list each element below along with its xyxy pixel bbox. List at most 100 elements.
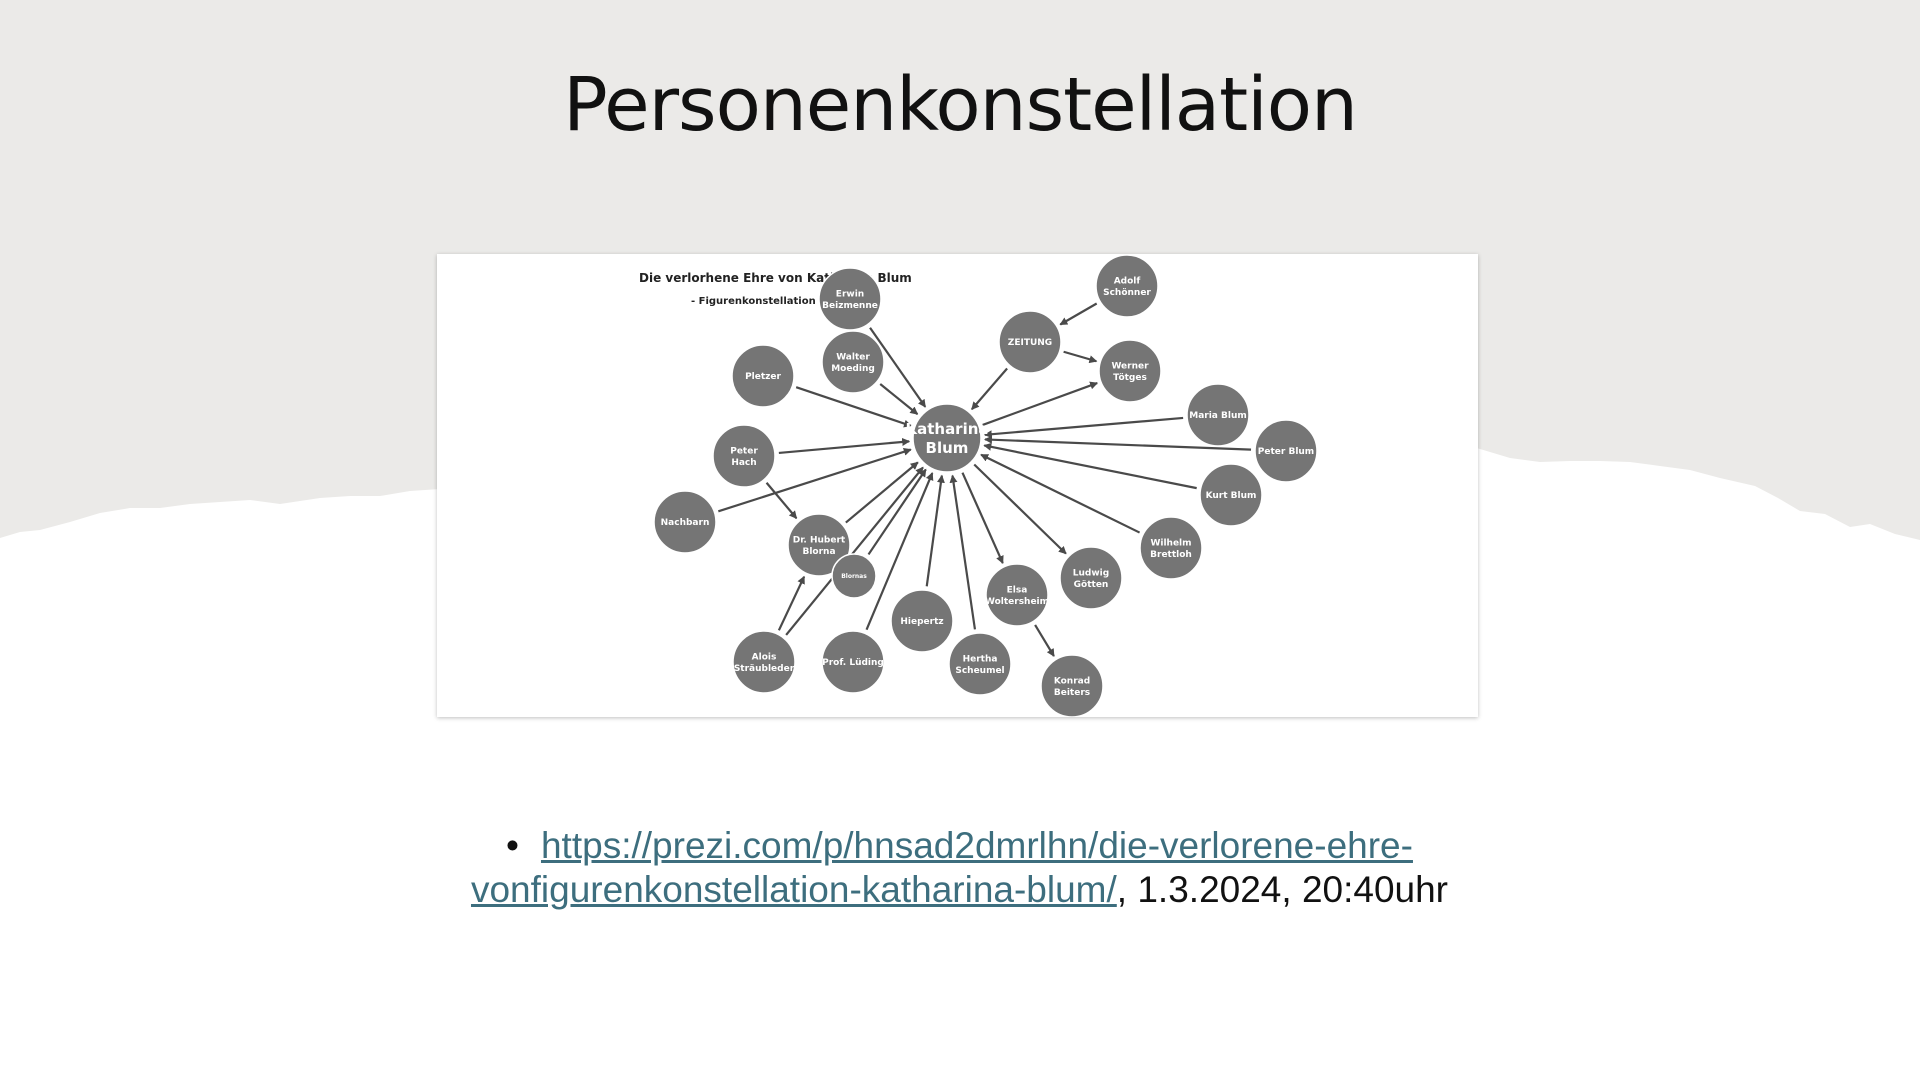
node-label-konrad: Konrad — [1054, 676, 1090, 686]
node-circle-konrad — [1040, 654, 1104, 717]
node-circle-adolf — [1095, 254, 1159, 318]
node-label-hubert: Blorna — [802, 547, 835, 557]
node-label-werner: Werner — [1111, 361, 1149, 371]
node-label-konrad: Beiters — [1054, 688, 1090, 698]
bullet-point: • — [506, 825, 519, 866]
edge-blornas-to-center — [867, 468, 927, 556]
node-label-kurt: Kurt Blum — [1206, 491, 1257, 501]
node-label-wilhelm: Wilhelm — [1150, 538, 1191, 548]
node-circle-zeitung — [998, 310, 1062, 374]
edge-luding-to-center — [865, 472, 934, 631]
node-circle-alois — [732, 630, 796, 694]
edge-peterblum-to-center — [983, 435, 1252, 451]
node-label-center: Katharina — [905, 420, 988, 438]
node-maria: Maria Blum — [1186, 383, 1250, 447]
edge-zeitung-to-werner — [1063, 350, 1098, 364]
node-circle-hubert — [787, 513, 851, 577]
node-label-werner: Tötges — [1113, 373, 1147, 383]
node-label-hubert: Dr. Hubert — [793, 535, 846, 545]
citation-date: , 1.3.2024, 20:40uhr — [1116, 869, 1449, 910]
edge-kurt-to-center — [983, 442, 1197, 490]
node-circle-erwin — [818, 267, 882, 331]
node-circle-hiepertz — [890, 589, 954, 653]
diagram-subtitle: - Figurenkonstellation - — [691, 296, 823, 307]
node-circle-peterblum — [1254, 419, 1318, 483]
edge-peterhach-to-center — [778, 437, 911, 455]
node-circle-pletzer — [731, 344, 795, 408]
edge-alois-to-hubert — [777, 575, 806, 631]
edge-alois-to-center — [785, 466, 924, 636]
node-hiepertz: Hiepertz — [890, 589, 954, 653]
node-label-elsa: Elsa — [1007, 585, 1028, 595]
node-label-wilhelm: Brettloh — [1150, 550, 1192, 560]
edge-pletzer-to-center — [795, 386, 912, 428]
node-circle-luding — [821, 630, 885, 694]
node-label-pletzer: Pletzer — [745, 372, 781, 382]
edge-zeitung-to-center — [971, 367, 1008, 411]
node-pletzer: Pletzer — [731, 344, 795, 408]
node-label-alois: Alois — [752, 652, 777, 662]
node-kurt: Kurt Blum — [1199, 463, 1263, 527]
node-label-center: Blum — [926, 439, 969, 457]
source-citation: •https://prezi.com/p/hnsad2dmrlhn/die-ve… — [437, 824, 1482, 912]
node-label-walter: Walter — [836, 352, 870, 362]
node-circle-nachbarn — [653, 490, 717, 554]
constellation-diagram: Die verlorhene Ehre von Katharina Blum -… — [639, 254, 1318, 717]
node-label-adolf: Schönner — [1103, 288, 1151, 298]
node-circle-elsa — [985, 563, 1049, 627]
edge-peterhach-to-hubert — [765, 482, 798, 520]
node-circle-maria — [1186, 383, 1250, 447]
edge-wilhelm-to-center — [980, 453, 1141, 534]
edge-adolf-to-zeitung — [1059, 302, 1098, 326]
node-circle-hertha — [948, 632, 1012, 696]
node-label-nachbarn: Nachbarn — [661, 518, 710, 528]
node-label-alois: Sträubleder — [734, 664, 795, 674]
node-zeitung: ZEITUNG — [998, 310, 1062, 374]
node-label-walter: Moeding — [831, 364, 875, 374]
slide-title: Personenkonstellation — [563, 62, 1358, 148]
node-peterblum: Peter Blum — [1254, 419, 1318, 483]
node-label-zeitung: ZEITUNG — [1008, 338, 1052, 348]
node-label-peterblum: Peter Blum — [1258, 447, 1314, 457]
edge-hubert-to-center — [845, 461, 919, 524]
node-circle-walter — [821, 330, 885, 394]
node-label-elsa: Woltersheim — [985, 597, 1049, 607]
edge-elsa-to-konrad — [1034, 624, 1055, 657]
node-circle-wilhelm — [1139, 516, 1203, 580]
node-label-erwin: Erwin — [836, 289, 864, 299]
node-label-hertha: Scheumel — [955, 666, 1004, 676]
node-label-hiepertz: Hiepertz — [900, 617, 943, 627]
node-label-adolf: Adolf — [1114, 276, 1141, 286]
node-label-blornas: Blornas — [841, 573, 867, 580]
edge-hiepertz-to-center — [925, 474, 945, 587]
node-label-erwin: Beizmenne — [822, 301, 878, 311]
node-circle-ludwig — [1059, 546, 1123, 610]
source-link[interactable]: https://prezi.com/p/hnsad2dmrlhn/die-ver… — [470, 825, 1413, 910]
node-luding: Prof. Lüding — [821, 630, 885, 694]
node-blornas: Blornas — [831, 553, 877, 599]
node-label-hertha: Hertha — [963, 654, 998, 664]
diagram-edges — [717, 302, 1252, 657]
edge-maria-to-center — [983, 416, 1184, 439]
node-label-peterhach: Hach — [731, 458, 756, 468]
node-nachbarn: Nachbarn — [653, 490, 717, 554]
node-circle-kurt — [1199, 463, 1263, 527]
node-label-peterhach: Peter — [730, 446, 758, 456]
node-label-luding: Prof. Lüding — [822, 658, 884, 668]
constellation-diagram-image: Die verlorhene Ehre von Katharina Blum -… — [437, 254, 1478, 717]
node-label-ludwig: Ludwig — [1073, 568, 1109, 578]
node-label-ludwig: Götten — [1074, 580, 1109, 590]
